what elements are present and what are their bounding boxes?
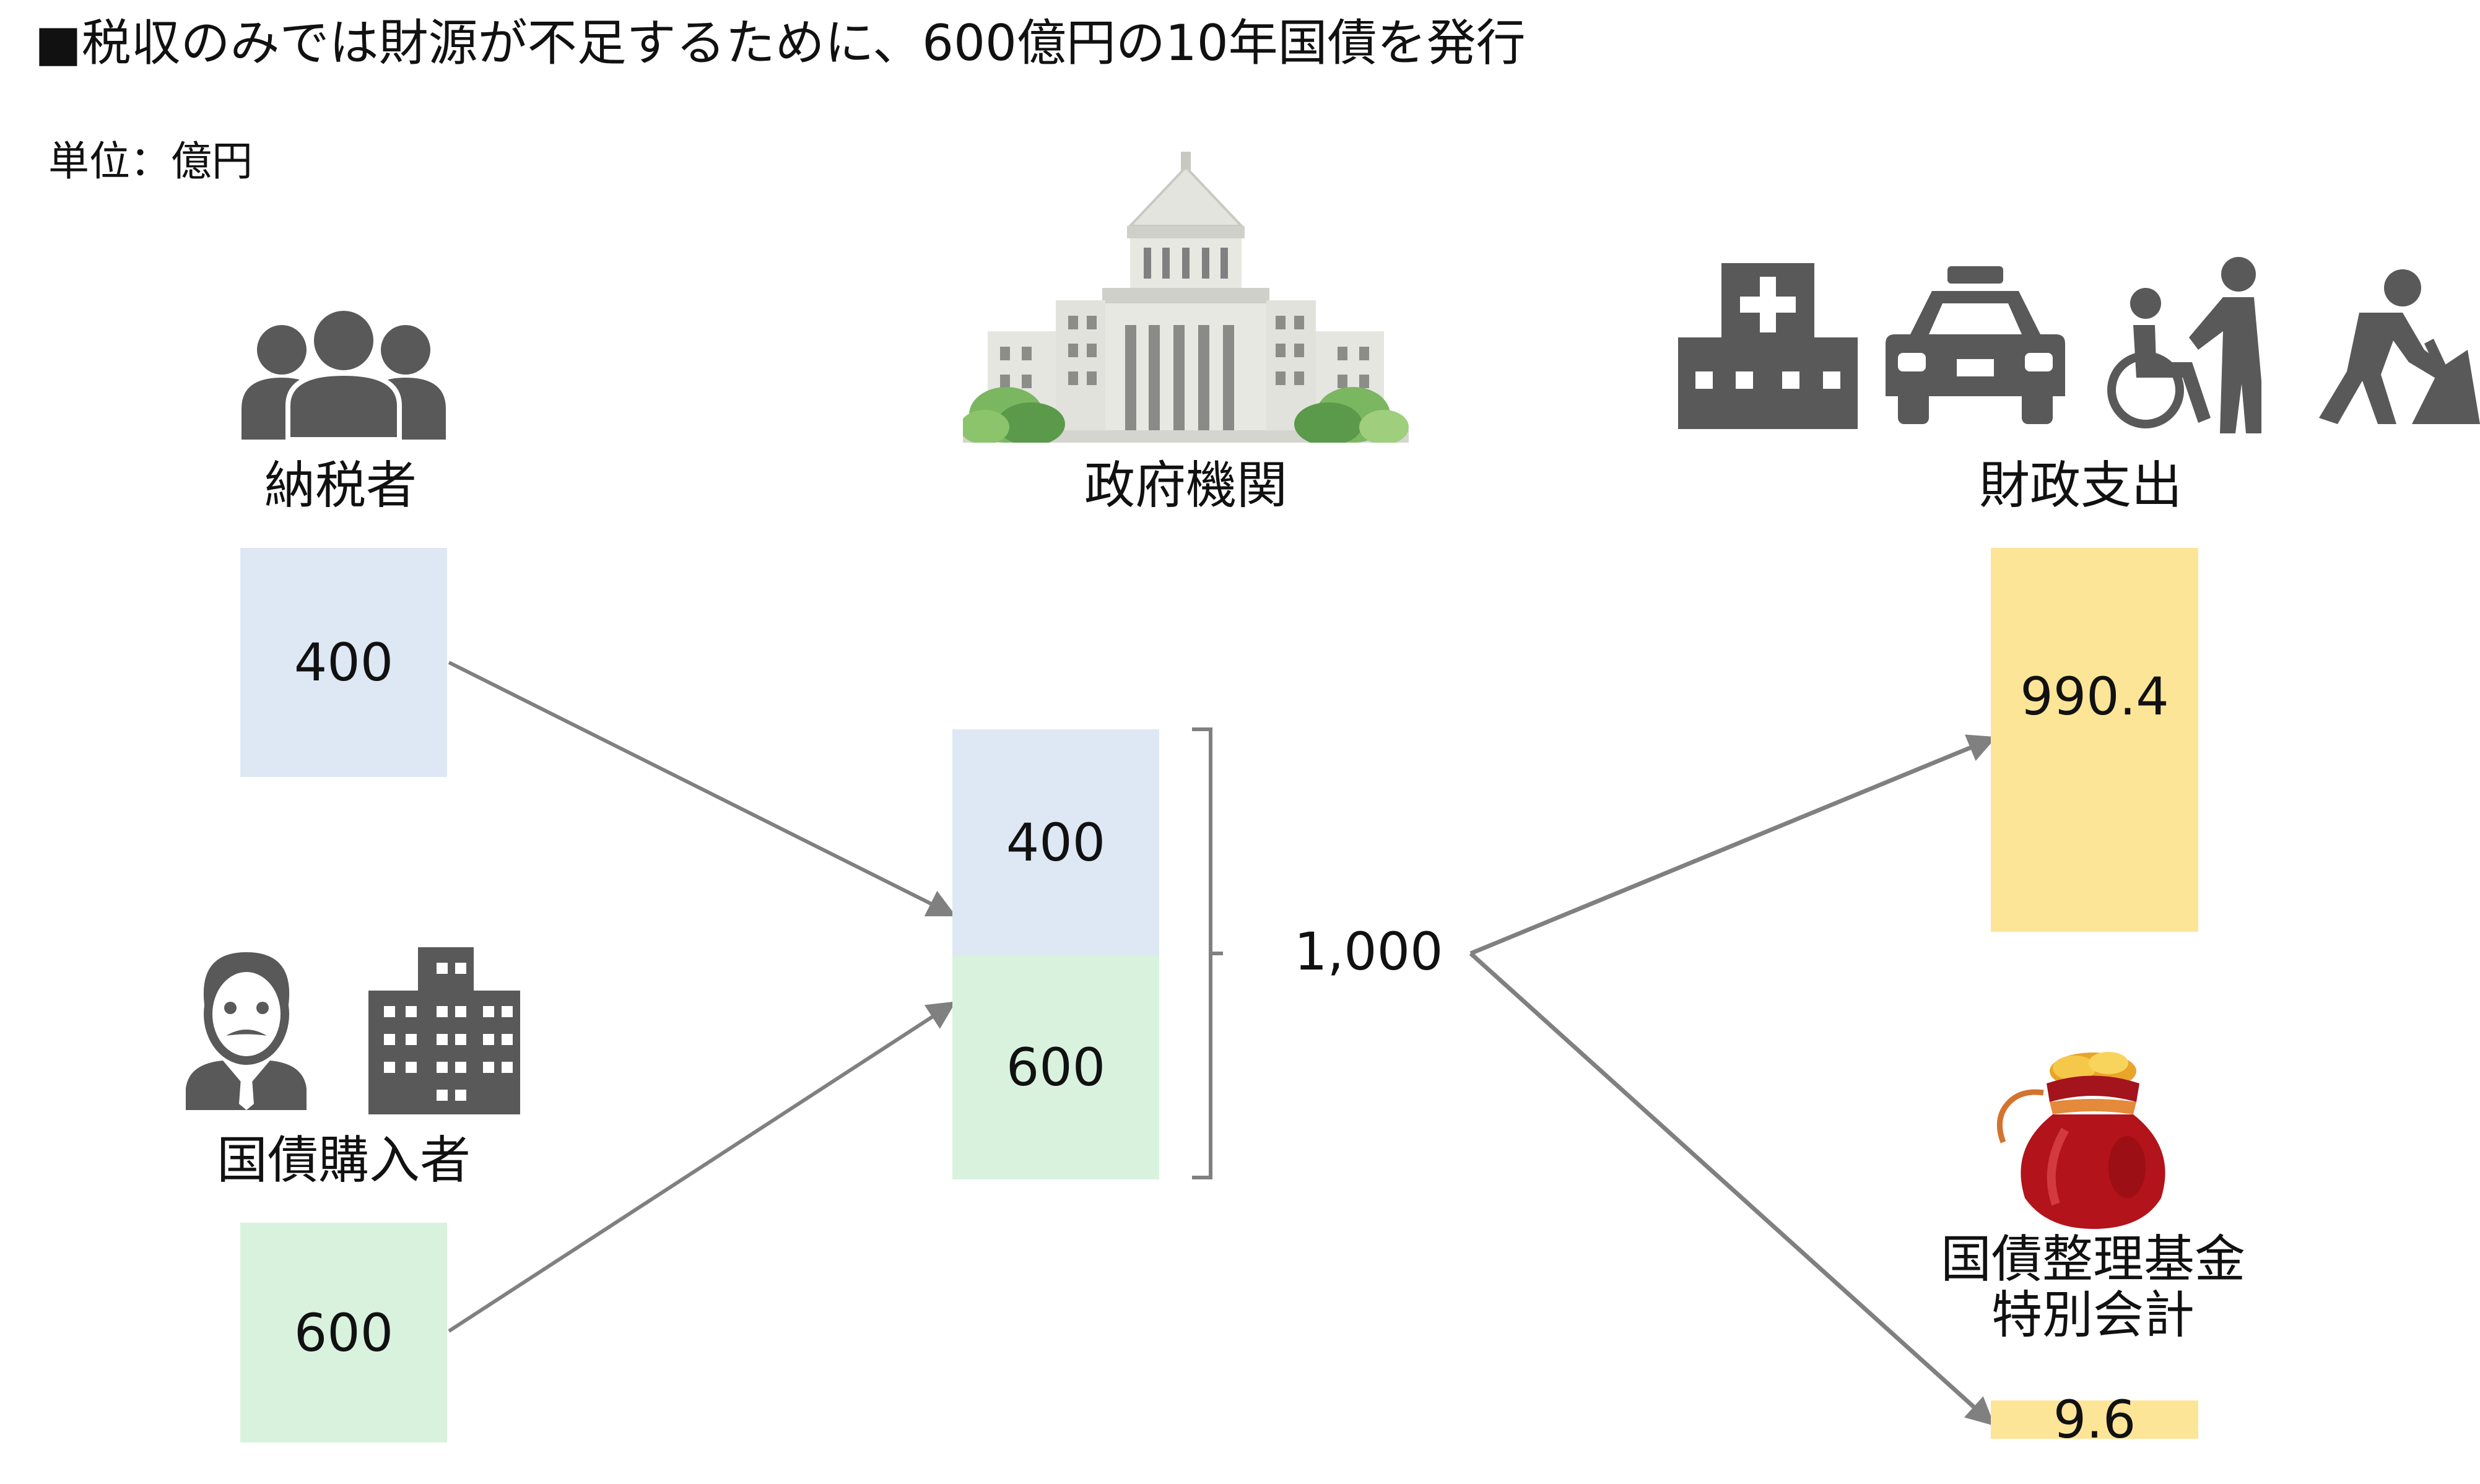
government-bond-value: 600 [1006,1037,1106,1098]
people-group-icon [241,306,446,440]
bond-fund-value-box: 9.6 [1991,1389,2198,1450]
government-tax-value: 400 [1006,812,1106,873]
bond-buyers-value-box: 600 [240,1223,447,1443]
arrow-government-to-spending [1469,734,1997,956]
businessman-icon [186,952,307,1110]
office-building-icon [368,947,520,1114]
police-car-icon [1886,266,2065,424]
spending-value: 990.4 [2020,666,2169,727]
taxpayers-value-box: 400 [240,548,447,777]
taxpayers-label: 納税者 [264,456,417,515]
money-bag-icon [1996,1052,2165,1229]
bond-fund-label: 国債整理基金 特別会計 [1913,1230,2273,1345]
taxpayers-value: 400 [294,632,394,693]
construction-worker-icon [2319,269,2480,424]
bond-fund-value: 9.6 [2053,1389,2136,1450]
arrow-government-to-bondfund [1469,952,1995,1426]
bond-buyers-value: 600 [294,1302,394,1363]
spending-value-box: 990.4 [1991,548,2198,932]
bond-fund-label-line2: 特別会計 [1991,1286,2195,1345]
government-tax-box: 400 [952,729,1159,955]
unit-label: 単位：億円 [48,137,253,185]
arrow-taxpayers-to-government [448,661,957,917]
bond-fund-label-line1: 国債整理基金 [1940,1230,2245,1289]
parliament-building-icon [963,152,1409,443]
bond-buyers-label: 国債購入者 [216,1131,471,1190]
government-bond-box: 600 [952,955,1159,1179]
wheelchair-care-icon [2107,257,2261,433]
total-bracket [1192,727,1223,1179]
hospital-icon [1678,263,1858,429]
page-title: ■税収のみでは財源が不足するために、600億円の10年国債を発行 [35,14,1526,72]
government-total: 1,000 [1294,921,1443,982]
arrow-bondbuyers-to-government [448,1001,956,1333]
government-label: 政府機関 [1084,456,1287,515]
spending-label: 財政支出 [1978,456,2182,515]
